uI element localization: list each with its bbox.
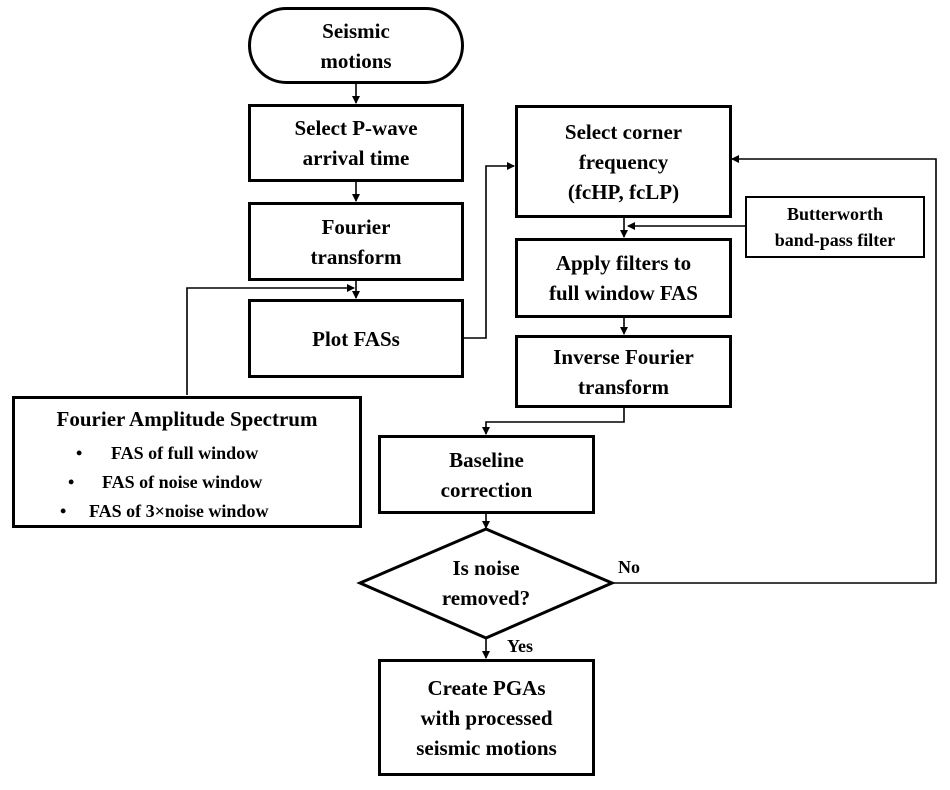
select-corner-line-2: frequency — [578, 149, 669, 174]
butterworth-line-2: band-pass filter — [774, 230, 896, 250]
fas-legend-list: • FAS of full window • FAS of noise wind… — [15, 439, 359, 526]
arrow-decision-no-loop — [612, 155, 937, 584]
decision-line-1: Is noise — [452, 556, 520, 580]
fas-legend-item: • FAS of 3×noise window — [15, 497, 359, 526]
apply-filters-box: Apply filters to full window FAS — [515, 238, 732, 318]
fas-legend-item-label: FAS of noise window — [102, 472, 263, 492]
start-line-2: motions — [320, 48, 392, 73]
baseline-line-2: correction — [440, 477, 533, 502]
bullet-icon: • — [76, 443, 83, 463]
no-edge-label: No — [618, 557, 640, 577]
create-pgas-box: Create PGAs with processed seismic motio… — [378, 659, 595, 776]
fas-legend-item-label: FAS of full window — [111, 443, 259, 463]
create-pgas-line-1: Create PGAs — [427, 675, 546, 700]
select-corner-line-3: (fcHP, fcLP) — [567, 179, 680, 204]
baseline-correction-box: Baseline correction — [378, 435, 595, 514]
arrow-legend-to-plot — [186, 284, 355, 395]
select-corner-frequency-box: Select corner frequency (fcHP, fcLP) — [515, 105, 732, 218]
inverse-fourier-box: Inverse Fourier transform — [515, 335, 732, 408]
create-pgas-line-2: with processed — [420, 705, 553, 730]
plot-fas-box: Plot FASs — [248, 299, 464, 378]
fourier-transform-box: Fourier transform — [248, 202, 464, 281]
fas-legend-item: • FAS of full window — [15, 439, 359, 468]
inverse-fourier-line-1: Inverse Fourier — [553, 344, 694, 369]
start-terminal-seismic-motions: Seismic motions — [248, 7, 464, 84]
start-line-1: Seismic — [322, 18, 390, 43]
bullet-icon: • — [60, 501, 67, 521]
fourier-line-2: transform — [310, 244, 402, 269]
arrow-plot-to-select-corner — [464, 162, 515, 339]
yes-edge-label: Yes — [507, 636, 533, 656]
fas-legend-box: Fourier Amplitude Spectrum • FAS of full… — [12, 396, 362, 528]
apply-filters-line-2: full window FAS — [549, 281, 698, 305]
fas-legend-title: Fourier Amplitude Spectrum — [56, 407, 318, 431]
butterworth-line-1: Butterworth — [787, 204, 883, 224]
plot-fas-line-1: Plot FASs — [312, 326, 400, 351]
decision-diamond — [356, 527, 616, 640]
select-p-line-2: arrival time — [302, 146, 410, 170]
fas-legend-item: • FAS of noise window — [15, 468, 359, 497]
select-p-line-1: Select P-wave — [294, 116, 418, 140]
select-p-wave-box: Select P-wave arrival time — [248, 104, 464, 182]
decision-line-2: removed? — [441, 586, 531, 610]
decision-text: Is noise removed? — [406, 553, 566, 613]
apply-filters-line-1: Apply filters to — [555, 251, 692, 275]
fourier-line-1: Fourier — [321, 214, 391, 239]
baseline-line-1: Baseline — [449, 447, 524, 472]
bullet-icon: • — [68, 472, 75, 492]
select-corner-line-1: Select corner — [564, 119, 683, 144]
butterworth-filter-box: Butterworth band-pass filter — [745, 196, 925, 258]
inverse-fourier-line-2: transform — [578, 374, 669, 399]
create-pgas-line-3: seismic motions — [416, 735, 557, 760]
fas-legend-item-label: FAS of 3×noise window — [89, 501, 269, 521]
arrow-inverse-to-baseline — [482, 408, 625, 435]
